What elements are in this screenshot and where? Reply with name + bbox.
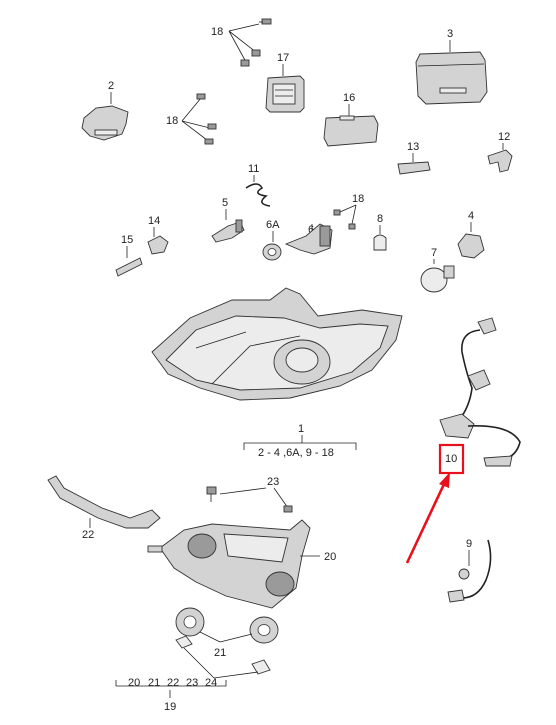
- bulb-part-7: [420, 265, 455, 293]
- svg-text:12: 12: [498, 131, 510, 143]
- callout-12[interactable]: 12: [498, 131, 510, 150]
- screw-icon: [333, 209, 356, 230]
- socket-part-14: [147, 235, 169, 255]
- screw-icon: [196, 93, 217, 145]
- callout-23[interactable]: 23: [219, 476, 289, 509]
- control-module-part-17: [265, 75, 305, 113]
- cap-part-16: [323, 115, 379, 147]
- wiring-harness-part-10: [439, 317, 521, 467]
- bulb-holder-part-4: [457, 233, 485, 259]
- svg-text:14: 14: [148, 215, 160, 227]
- svg-text:4: 4: [468, 210, 474, 222]
- svg-text:18: 18: [211, 26, 223, 38]
- callout-18-right[interactable]: 18: [339, 193, 364, 225]
- ring-part-21: [175, 607, 279, 644]
- housing-part-20: [147, 519, 311, 609]
- sensor-lead-part-9: [447, 539, 492, 603]
- callout-15[interactable]: 15: [121, 234, 133, 258]
- callout-19-group[interactable]: 20 21 22 23 24 19: [115, 677, 227, 713]
- svg-text:11: 11: [248, 163, 259, 175]
- callout-11[interactable]: 11: [248, 163, 259, 182]
- screw-icon: [240, 18, 272, 67]
- svg-text:20: 20: [324, 551, 336, 563]
- callout-6a[interactable]: 6A: [266, 219, 280, 242]
- callout-7[interactable]: 7: [431, 247, 437, 264]
- screw-icon: [206, 486, 293, 513]
- callout-18-top[interactable]: 18: [211, 23, 260, 63]
- svg-text:18: 18: [352, 193, 364, 205]
- svg-text:22: 22: [167, 677, 179, 689]
- svg-text:21: 21: [214, 647, 226, 659]
- svg-text:10: 10: [445, 453, 457, 465]
- svg-text:24: 24: [205, 677, 217, 689]
- svg-text:9: 9: [466, 538, 472, 550]
- callout-4[interactable]: 4: [468, 210, 474, 232]
- callout-8[interactable]: 8: [377, 213, 383, 234]
- callout-20[interactable]: 20: [300, 551, 336, 563]
- bulb-part-6: [284, 223, 333, 255]
- ring-part-6a: [262, 243, 282, 261]
- callout-2[interactable]: 2: [108, 80, 114, 104]
- bracket-part-2: [81, 105, 129, 141]
- svg-text:21: 21: [148, 677, 160, 689]
- clip-part-24: [175, 635, 271, 679]
- svg-text:23: 23: [267, 476, 279, 488]
- group-1-part-list: 2 - 4 ,6A, 9 - 18: [258, 447, 334, 459]
- callout-5[interactable]: 5: [222, 197, 228, 220]
- cover-plate-part-3: [415, 51, 488, 105]
- svg-text:6A: 6A: [266, 219, 280, 231]
- callout-22[interactable]: 22: [82, 518, 94, 541]
- svg-text:13: 13: [407, 141, 419, 153]
- callout-17[interactable]: 17: [277, 52, 289, 76]
- callout-9[interactable]: 9: [466, 538, 472, 566]
- spring-clip-part-11: [245, 183, 271, 207]
- bulb-part-5: [211, 219, 245, 243]
- svg-text:20: 20: [128, 677, 140, 689]
- headlight-assembly: [151, 287, 403, 401]
- bulb-part-8: [373, 234, 387, 251]
- red-pointer-arrow: [405, 472, 450, 564]
- svg-text:15: 15: [121, 234, 133, 246]
- svg-text:23: 23: [186, 677, 198, 689]
- callout-13[interactable]: 13: [407, 141, 419, 162]
- callout-16[interactable]: 16: [343, 92, 355, 116]
- lamp-part-13: [397, 161, 431, 175]
- connector-part-12: [487, 149, 513, 173]
- svg-text:6: 6: [308, 224, 314, 236]
- svg-text:18: 18: [166, 115, 178, 127]
- callout-14[interactable]: 14: [148, 215, 160, 237]
- bracket-arm-part-22: [47, 475, 161, 529]
- callout-1[interactable]: 1 2 - 4 ,6A, 9 - 18: [243, 423, 357, 459]
- callout-21[interactable]: 21: [199, 631, 253, 659]
- svg-text:22: 22: [82, 529, 94, 541]
- svg-text:2: 2: [108, 80, 114, 92]
- callout-10-highlight[interactable]: 10: [438, 443, 465, 475]
- callout-3[interactable]: 3: [447, 28, 453, 52]
- svg-text:7: 7: [431, 247, 437, 259]
- svg-text:1: 1: [298, 423, 304, 435]
- callout-18-left[interactable]: 18: [166, 97, 211, 141]
- svg-text:17: 17: [277, 52, 289, 64]
- svg-text:3: 3: [447, 28, 453, 40]
- svg-text:5: 5: [222, 197, 228, 209]
- svg-text:16: 16: [343, 92, 355, 104]
- svg-text:8: 8: [377, 213, 383, 225]
- svg-text:19: 19: [164, 701, 176, 713]
- screw-part-15: [115, 257, 143, 277]
